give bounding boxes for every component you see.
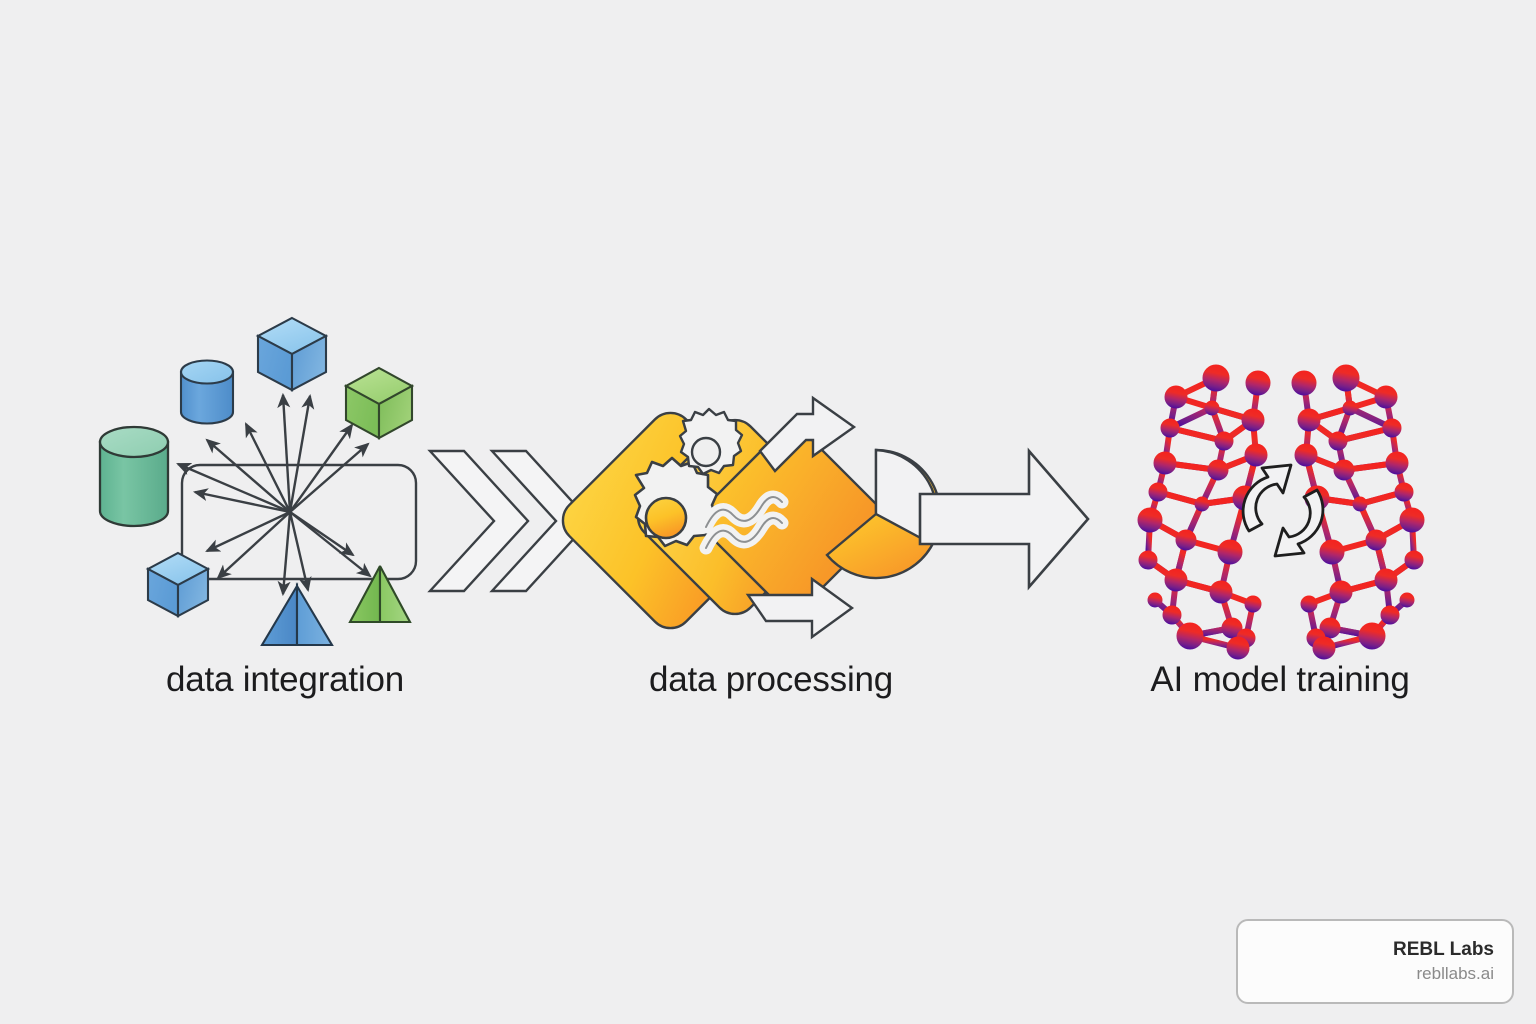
stage-label-data-integration: data integration xyxy=(165,660,405,699)
brain-network-left-hemisphere xyxy=(1137,364,1271,660)
data-source-cube-blue-top xyxy=(255,316,329,392)
data-source-cylinder-blue xyxy=(179,359,235,425)
brain-network-right-hemisphere xyxy=(1291,364,1425,660)
watermark-name: REBL Labs xyxy=(1392,939,1494,961)
data-source-cylinder-green xyxy=(98,425,170,528)
watermark-badge[interactable]: REBL Labs rebllabs.ai xyxy=(1236,919,1514,1004)
cycle-arrows-icon xyxy=(1241,463,1325,558)
stage-data-processing[interactable] xyxy=(554,395,942,640)
data-source-pyramid-blue xyxy=(260,582,334,647)
stage-ai-model-training[interactable] xyxy=(1137,364,1425,660)
stage-label-data-processing: data processing xyxy=(648,660,894,699)
processing-bent-arrow-up xyxy=(758,395,857,473)
stage-data-integration[interactable] xyxy=(98,316,418,647)
data-source-cube-green xyxy=(343,366,415,440)
processing-gear-small xyxy=(678,407,744,476)
processing-bent-arrow-down xyxy=(745,576,855,640)
data-source-cube-blue-bottom xyxy=(145,551,211,618)
stage-label-ai-model-training: AI model training xyxy=(1150,660,1410,699)
processing-wave-line xyxy=(699,490,789,555)
integration-radial-arrows xyxy=(176,392,372,597)
data-source-pyramid-green xyxy=(348,565,412,624)
connector-block-arrow xyxy=(918,447,1090,591)
watermark-url: rebllabs.ai xyxy=(1416,963,1495,983)
processing-pie-chart xyxy=(825,448,942,580)
integration-hub-box xyxy=(180,463,418,581)
